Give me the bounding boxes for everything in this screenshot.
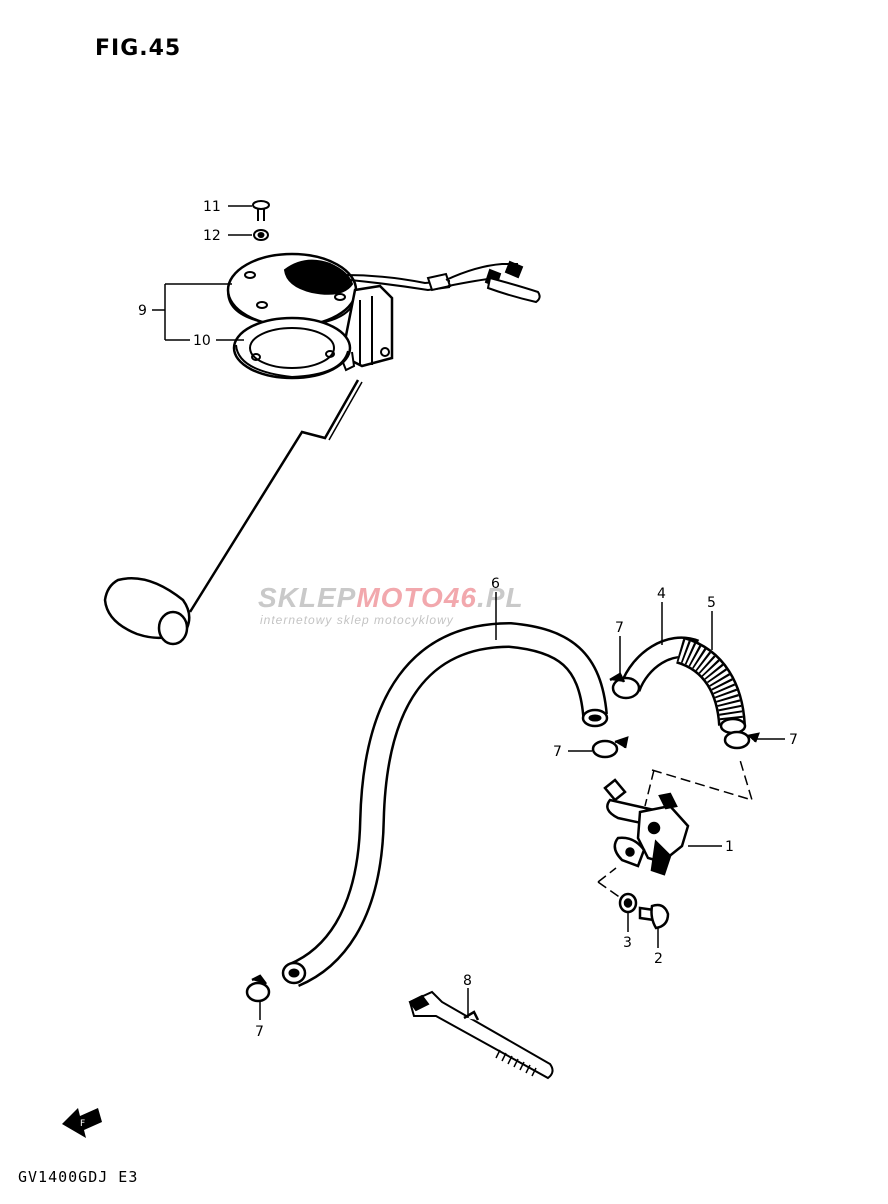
- callout-8: 8: [463, 973, 472, 989]
- clamp-7-middle: [591, 736, 629, 759]
- gasket-10-part: [232, 316, 352, 380]
- clamp-7-right: [723, 730, 760, 750]
- front-arrow-label: F: [80, 1119, 85, 1129]
- callout-6: 6: [491, 576, 500, 592]
- callout-3: 3: [623, 935, 632, 951]
- watermark-logo: SKLEPMOTO46.PL: [258, 583, 628, 613]
- gauge-plate-9-part: [226, 252, 541, 372]
- washer-3-part: [618, 892, 638, 914]
- clamp-7-lower: [245, 974, 271, 1003]
- washer-12-part: [253, 229, 269, 241]
- callout-5: 5: [707, 595, 716, 611]
- callout-7-middle: 7: [553, 744, 562, 760]
- callout-2: 2: [654, 951, 663, 967]
- cable-tie-8-part: [408, 990, 554, 1080]
- leader-lines: [152, 205, 785, 1020]
- callout-7-lower: 7: [255, 1024, 264, 1040]
- fuel-cock-1-part: [603, 778, 690, 876]
- watermark-part-1: SKLEP: [258, 582, 357, 613]
- bolt-2-part: [638, 903, 670, 930]
- callout-10: 10: [193, 333, 211, 349]
- watermark-part-2: MOTO46: [356, 582, 477, 613]
- float-arm: [103, 379, 363, 646]
- watermark: SKLEPMOTO46.PL internetowy sklep motocyk…: [258, 583, 628, 628]
- callout-7-upper-left: 7: [615, 620, 624, 636]
- callout-1: 1: [725, 839, 734, 855]
- callout-12: 12: [203, 228, 221, 244]
- watermark-subtitle: internetowy sklep motocyklowy: [260, 613, 454, 627]
- watermark-part-3: .PL: [476, 582, 524, 613]
- model-code: GV1400GDJ E3: [18, 1168, 139, 1186]
- screw-11-part: [252, 200, 270, 221]
- figure-title: FIG.45: [95, 36, 182, 61]
- callout-11: 11: [203, 199, 221, 215]
- protector-5-part: [675, 636, 747, 735]
- callout-7-right: 7: [789, 732, 798, 748]
- fuel-hose-6-part: [281, 621, 609, 987]
- callout-9: 9: [138, 303, 147, 319]
- callout-4: 4: [657, 586, 666, 602]
- front-arrow-icon: F: [62, 1108, 102, 1138]
- fuel-gauge-assembly: [103, 200, 541, 646]
- callout-labels: 11 12 9 10 6 4 5 7 7 7 1 3 2 8 7: [138, 199, 798, 1040]
